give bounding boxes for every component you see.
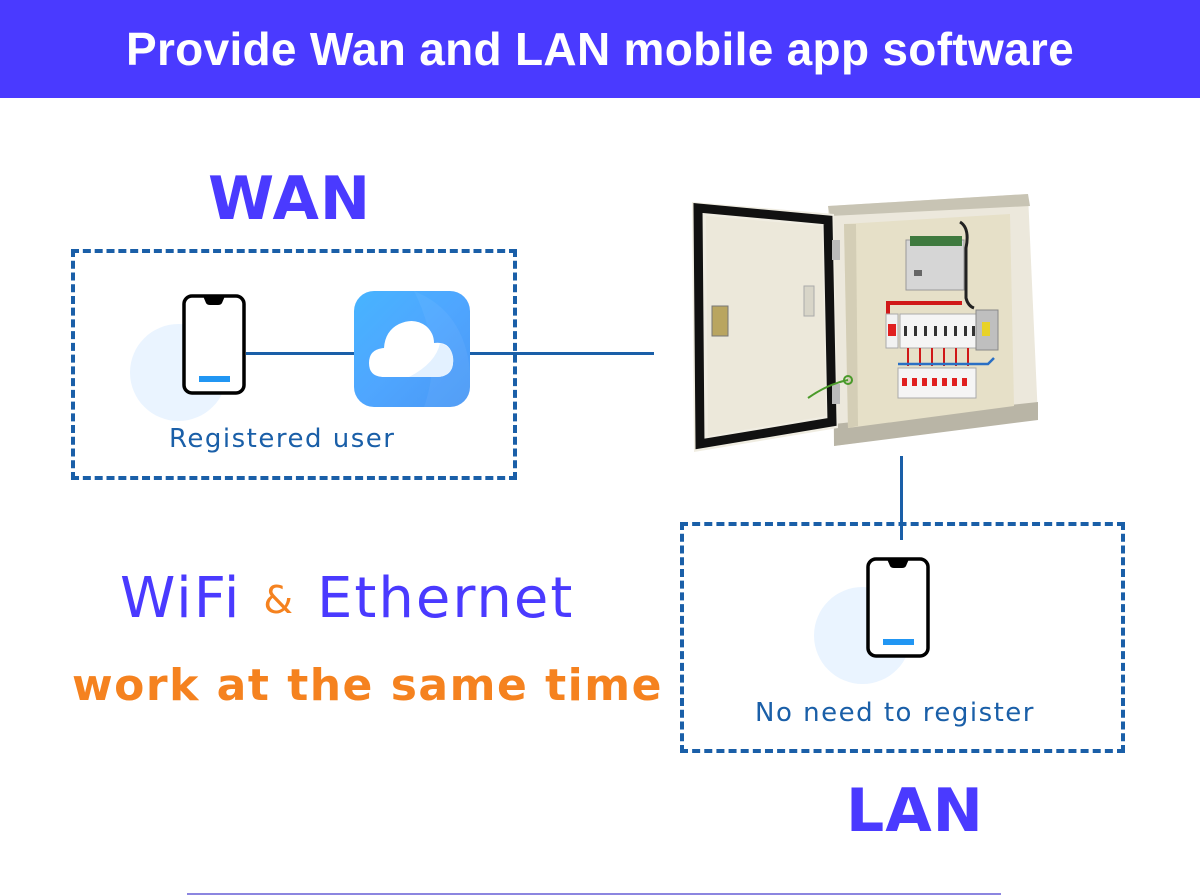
lan-box <box>680 522 1125 753</box>
wan-label: WAN <box>208 164 372 234</box>
wan-connector-cloud-cabinet <box>468 352 654 355</box>
wan-caption: Registered user <box>169 424 396 454</box>
wan-box <box>71 249 517 480</box>
feature-tagline: work at the same time <box>72 660 663 711</box>
wifi-text: WiFi <box>120 566 242 631</box>
header-banner: Provide Wan and LAN mobile app software <box>0 0 1200 98</box>
page-title: Provide Wan and LAN mobile app software <box>125 23 1074 75</box>
lan-label: LAN <box>846 776 984 846</box>
smartphone-icon <box>182 294 246 395</box>
wan-connector-phone-cloud <box>246 352 356 355</box>
ampersand-text: & <box>263 578 296 622</box>
ethernet-text: Ethernet <box>317 566 575 631</box>
lan-caption: No need to register <box>755 698 1035 728</box>
bottom-divider <box>187 893 1001 895</box>
feature-headline: WiFi&Ethernet <box>120 566 574 631</box>
smartphone-icon <box>866 557 930 658</box>
cloud-app-icon <box>354 291 470 407</box>
lan-connector-cabinet-phone <box>900 456 903 540</box>
electrical-cabinet-image <box>688 188 1044 454</box>
